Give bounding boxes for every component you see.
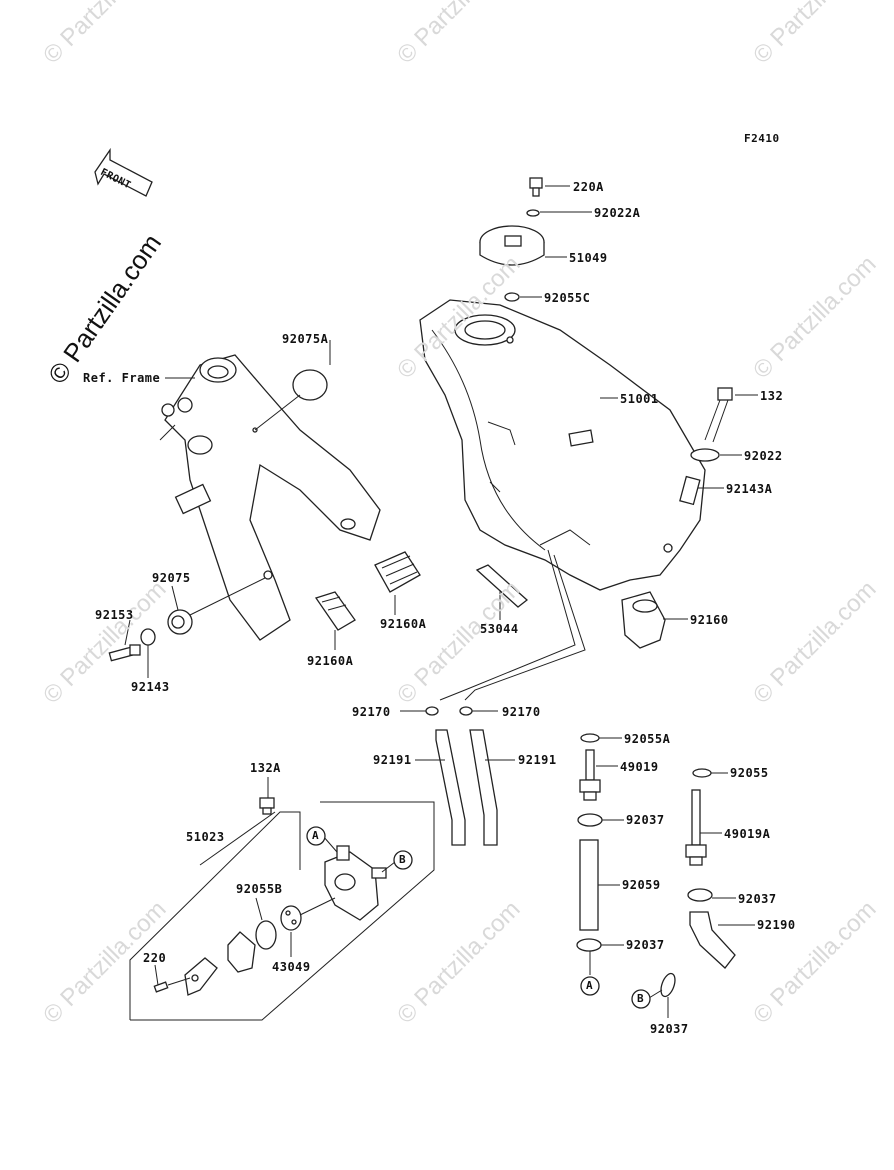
callout-49019: 49019 [620,760,659,774]
washer-92022a [526,209,540,217]
clip-92170-right [459,706,473,716]
callout-92190: 92190 [757,918,796,932]
collar-92143 [140,628,156,646]
callout-92055c: 92055C [544,291,591,305]
valve-body [324,845,387,921]
leader-lines [124,185,758,1018]
callout-92160a-right: 92160A [380,617,427,631]
oring-92055 [692,768,712,778]
callout-220: 220 [143,951,167,965]
callout-92143: 92143 [131,680,170,694]
callout-92037-1: 92037 [626,813,665,827]
bumper-92160a-right [374,551,421,593]
clamp-92037-2 [576,938,602,952]
fitting-49019 [579,749,601,801]
callout-92055: 92055 [730,766,769,780]
marker-a-valve [306,826,326,846]
callout-132a: 132A [250,761,281,775]
callout-220a: 220A [573,180,604,194]
bolt-220a [529,177,543,197]
screw-220 [153,981,169,993]
marker-a-valve-label: A [312,829,320,842]
frame-illustration [159,354,381,641]
bolt-132 [704,387,733,443]
callout-92160: 92160 [690,613,729,627]
bumper-92160a-left [314,591,356,631]
oring-92055c [504,292,520,302]
callout-92191-right: 92191 [518,753,557,767]
pad-53044 [475,564,529,608]
callout-43049: 43049 [272,960,311,974]
callout-51023: 51023 [186,830,225,844]
callout-92160a-left: 92160A [307,654,354,668]
callout-53044: 53044 [480,622,519,636]
callout-49019a: 49019A [724,827,771,841]
callout-92075: 92075 [152,571,191,585]
marker-a-hose-label: A [586,979,594,992]
callout-92055b: 92055B [236,882,283,896]
bolt-132a [259,797,275,815]
hose-92190 [689,911,736,969]
clip-92170-left [425,706,439,716]
callout-51001: 51001 [620,392,659,406]
clamp-92037-3 [687,888,713,902]
hose-92191-left [435,729,466,846]
front-arrow-icon [94,147,153,197]
callout-92170-right: 92170 [502,705,541,719]
damper-92160 [621,591,666,649]
callout-92075a: 92075A [282,332,329,346]
valve-assembly-box [129,801,435,1021]
fitting-49019a [685,789,707,866]
callout-92022: 92022 [744,449,783,463]
oring-92055b [255,920,277,950]
ref-frame-label: Ref. Frame [83,371,161,385]
fuel-cap-51049 [479,225,545,266]
lever-plate [184,931,256,996]
callout-92037-3: 92037 [626,938,665,952]
oring-92055a [580,733,600,743]
marker-b-hose-label: B [637,992,645,1005]
callout-92170-left: 92170 [352,705,391,719]
diagram-code: F2410 [744,132,780,145]
callout-92037-4: 92037 [650,1022,689,1036]
callout-92143a: 92143A [726,482,773,496]
marker-b-hose [631,989,651,1009]
bolt-92153 [108,644,141,662]
fuel-tank-51001 [419,299,706,591]
grommet-92075 [167,609,193,635]
plug-92075a [292,369,328,401]
callout-92022a: 92022A [594,206,641,220]
gasket-43049 [280,905,302,931]
clamp-92037-4 [660,972,676,998]
callout-92037-2: 92037 [738,892,777,906]
marker-b-valve-label: B [399,853,407,866]
hose-92191-right [469,729,498,846]
collar-92143a [679,475,701,506]
callout-51049: 51049 [569,251,608,265]
marker-b-valve [393,850,413,870]
callout-92055a: 92055A [624,732,671,746]
callout-92153: 92153 [95,608,134,622]
callout-92191-left: 92191 [373,753,412,767]
clamp-92037-1 [577,813,603,827]
washer-92022 [690,448,720,462]
hose-92059 [579,839,599,931]
callout-132: 132 [760,389,784,403]
marker-a-hose [580,976,600,996]
callout-92059: 92059 [622,878,661,892]
